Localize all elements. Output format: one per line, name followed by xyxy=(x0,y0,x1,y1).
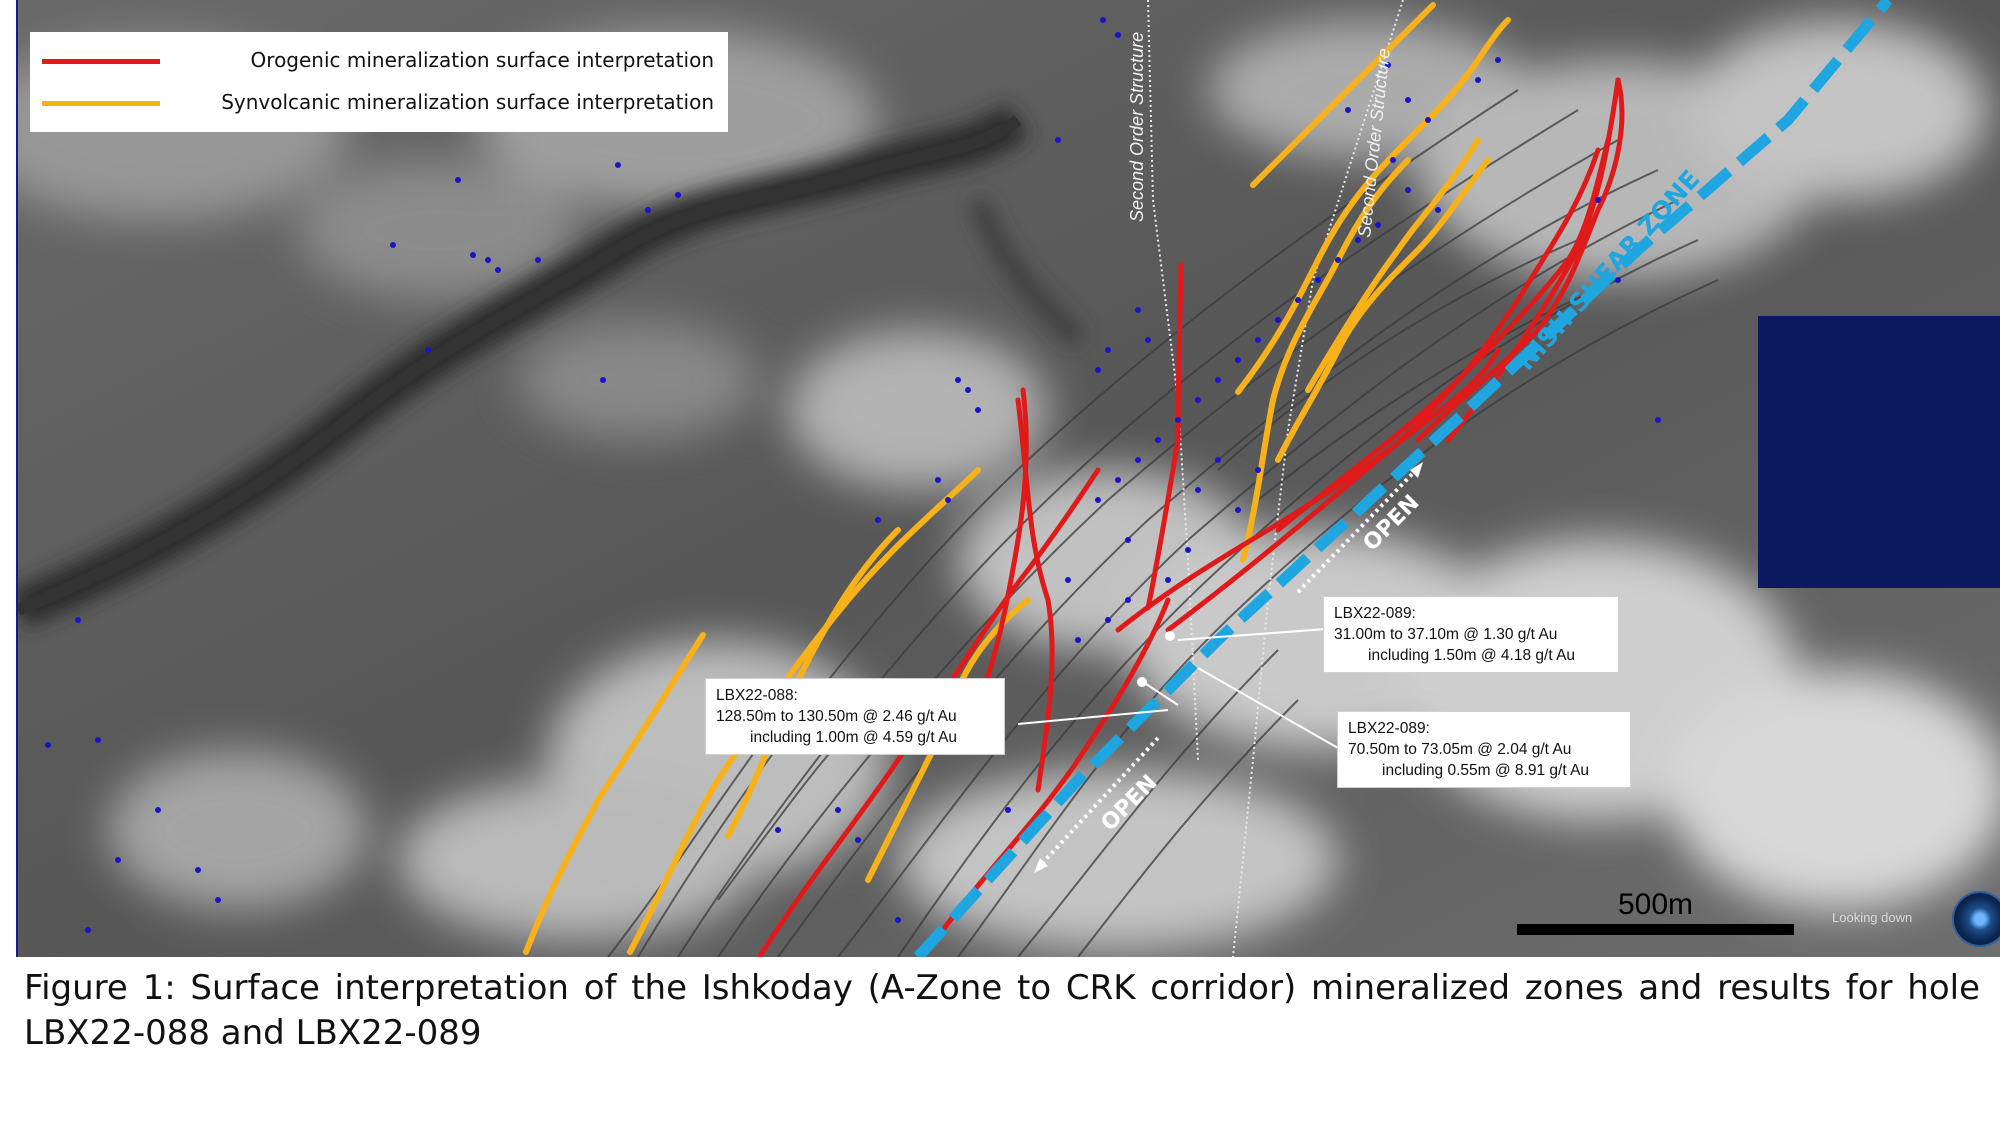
orogenic-traces xyxy=(757,77,1625,957)
callout-lbx22-088: LBX22-088: 128.50m to 130.50m @ 2.46 g/t… xyxy=(706,679,1004,754)
open-arrow-head-upper xyxy=(1410,462,1423,478)
legend-swatch-orogenic xyxy=(42,59,160,64)
water-body xyxy=(1758,316,2000,588)
drill-hole-marker-089a xyxy=(1165,631,1175,641)
callout-lbx22-089-b: LBX22-089: 70.50m to 73.05m @ 2.04 g/t A… xyxy=(1338,712,1630,787)
figure-caption: Figure 1: Surface interpretation of the … xyxy=(24,968,1980,1053)
callout-088-line2: including 1.00m @ 4.59 g/t Au xyxy=(750,729,958,746)
compass-label: Looking down xyxy=(1832,910,1913,925)
drill-hole-marker-088 xyxy=(1137,677,1147,687)
drill-collars xyxy=(45,17,1661,933)
compass-icon[interactable] xyxy=(1954,893,2000,945)
legend-label-orogenic: Orogenic mineralization surface interpre… xyxy=(250,48,714,72)
second-order-structure-label-1: Second Order Structure xyxy=(1127,32,1147,222)
open-arrows xyxy=(1036,466,1420,870)
callout-089b-title: LBX22-089: xyxy=(1348,720,1430,737)
legend-item-orogenic: Orogenic mineralization surface interpre… xyxy=(30,42,728,82)
callout-089b-line1: 70.50m to 73.05m @ 2.04 g/t Au xyxy=(1348,741,1572,758)
map-legend: Orogenic mineralization surface interpre… xyxy=(30,32,728,132)
callout-089a-line2: including 1.50m @ 4.18 g/t Au xyxy=(1368,647,1576,664)
callout-lbx22-089-a: LBX22-089: 31.00m to 37.10m @ 1.30 g/t A… xyxy=(1324,597,1618,672)
nish-shear-zone-line xyxy=(913,0,1893,957)
river-line xyxy=(18,115,1022,616)
map-view[interactable]: Second Order Structure Second Order Stru… xyxy=(16,0,2000,957)
callout-089a-title: LBX22-089: xyxy=(1334,605,1416,622)
legend-item-synvolcanic: Synvolcanic mineralization surface inter… xyxy=(30,84,728,124)
scale-bar-label: 500m xyxy=(1618,888,1694,921)
legend-swatch-synvolcanic xyxy=(42,101,160,106)
callout-089b-line2: including 0.55m @ 8.91 g/t Au xyxy=(1382,762,1590,779)
callout-088-title: LBX22-088: xyxy=(716,687,798,704)
callout-088-line1: 128.50m to 130.50m @ 2.46 g/t Au xyxy=(716,708,957,725)
scale-bar xyxy=(1517,924,1794,935)
open-arrow-head-lower xyxy=(1034,858,1048,873)
map-canvas: Second Order Structure Second Order Stru… xyxy=(18,0,2000,957)
legend-label-synvolcanic: Synvolcanic mineralization surface inter… xyxy=(221,90,714,114)
callout-089a-line1: 31.00m to 37.10m @ 1.30 g/t Au xyxy=(1334,626,1558,643)
